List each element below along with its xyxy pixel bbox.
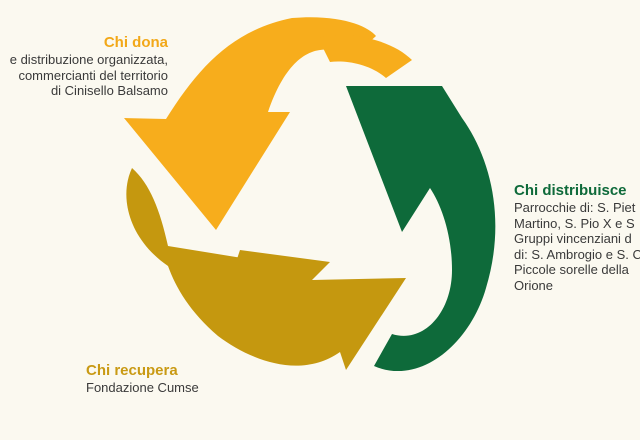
label-line: Orione (514, 277, 554, 293)
label-chi-dona: Chi dona e distribuzione organizzata, co… (10, 34, 168, 99)
arrow-chi-distribuisce (346, 86, 496, 372)
label-line: e distribuzione organizzata, (9, 52, 168, 67)
label-title-chi-distribuisce: Chi distribuisce (514, 182, 627, 199)
arrow-chi-dona-tail (318, 35, 412, 78)
label-title-chi-dona: Chi dona (103, 34, 168, 51)
label-line: commercianti del territorio (18, 67, 168, 83)
label-line: Fondazione Cumse (86, 380, 199, 395)
label-line: di Cinisello Balsamo (50, 83, 168, 99)
label-line: Martino, S. Pio X e S (514, 215, 635, 231)
label-title-chi-recupera: Chi recupera (86, 362, 178, 379)
arrow-chi-recupera (126, 168, 406, 370)
label-line: Gruppi vincenziani d (514, 231, 632, 247)
label-line: Parrocchie di: S. Piet (514, 200, 636, 215)
label-chi-recupera: Chi recupera Fondazione Cumse (86, 362, 199, 396)
label-chi-distribuisce: Chi distribuisce Parrocchie di: S. Piet … (514, 182, 640, 294)
label-line: Piccole sorelle della (514, 262, 629, 278)
arrow-chi-dona (124, 17, 376, 230)
label-line: di: S. Ambrogio e S. C (514, 246, 640, 262)
